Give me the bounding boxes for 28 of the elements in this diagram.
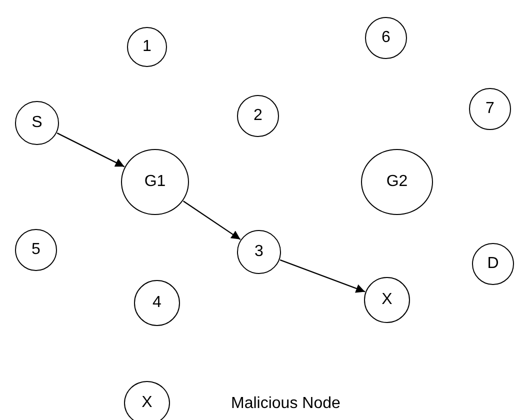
node-circle [15, 229, 57, 271]
node-label: X [382, 290, 392, 310]
node-circle [365, 17, 407, 59]
node-label: 4 [152, 293, 162, 313]
node-label: 7 [486, 99, 494, 119]
arrow [280, 259, 366, 293]
node-label: 2 [254, 106, 262, 126]
node-circle [472, 243, 514, 285]
node-label: 1 [142, 37, 152, 57]
node-circle [469, 88, 511, 130]
node-label: 5 [32, 240, 40, 260]
node-label: G2 [386, 172, 408, 192]
node-label: D [487, 254, 499, 274]
node-circle [134, 280, 180, 326]
node-circle [124, 381, 170, 420]
node-label: 6 [382, 28, 390, 48]
node-circle [15, 101, 59, 145]
node-label: G1 [144, 172, 166, 192]
node-label: 3 [254, 242, 264, 262]
node-circle [237, 230, 281, 274]
node-label: X [142, 393, 152, 413]
node-circle [237, 95, 279, 137]
node-circle [364, 277, 410, 323]
arrow [56, 132, 125, 168]
node-label: S [32, 113, 42, 133]
arrow [183, 200, 241, 240]
node-circle [127, 27, 167, 67]
legend-text: Malicious Node [231, 394, 340, 414]
